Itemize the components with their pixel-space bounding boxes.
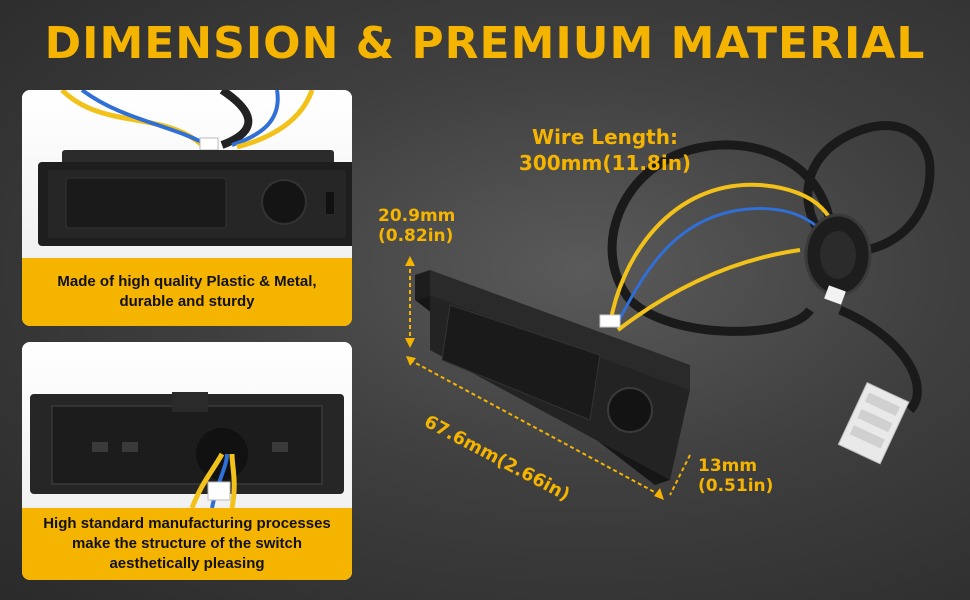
wire-length-value: 300mm(11.8in) [518, 151, 692, 175]
material-caption: Made of high quality Plastic & Metal, du… [22, 258, 352, 326]
switch-body [415, 270, 690, 485]
product-illustration [405, 121, 935, 500]
structure-caption: High standard manufacturing processes ma… [22, 508, 352, 580]
height-in: (0.82in) [378, 226, 454, 246]
yellow-wire [608, 182, 838, 326]
product-photo-front [22, 90, 352, 258]
cable-loop [607, 140, 836, 336]
depth-in: (0.51in) [698, 476, 774, 496]
wire-length-title: Wire Length: [532, 125, 678, 149]
feature-card-structure: High standard manufacturing processes ma… [22, 342, 352, 580]
feature-card-material: Made of high quality Plastic & Metal, du… [22, 90, 352, 326]
depth-mm: 13mm [698, 456, 758, 476]
depth-dimension: 13mm (0.51in) [698, 456, 773, 496]
height-mm: 20.9mm [378, 206, 456, 226]
white-connector [837, 382, 910, 465]
height-dimension: 20.9mm (0.82in) [378, 206, 455, 246]
product-photo-back [22, 342, 352, 510]
page-title: DIMENSION & PREMIUM MATERIAL [44, 18, 926, 69]
wire-length-label: Wire Length: 300mm(11.8in) [500, 124, 710, 176]
